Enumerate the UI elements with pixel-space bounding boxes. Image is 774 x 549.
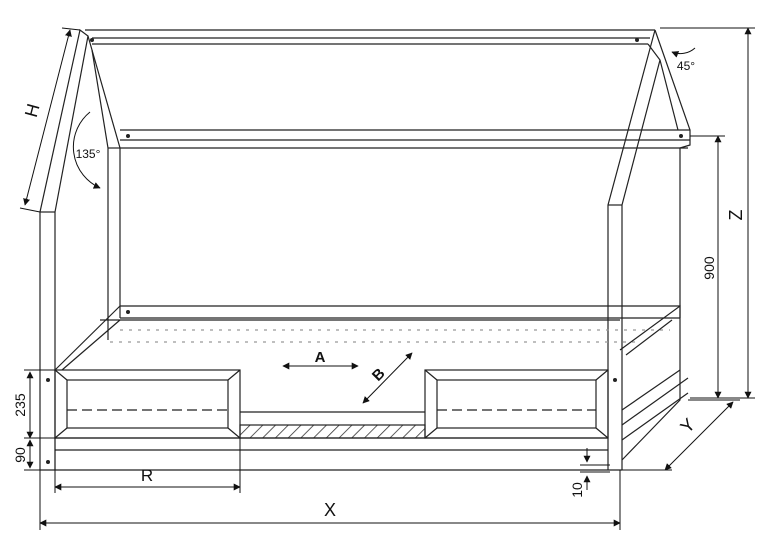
- label-b: B: [369, 365, 389, 385]
- slat-hints: [110, 329, 670, 343]
- right-front-roof: [607, 29, 691, 470]
- label-y: Y: [676, 414, 699, 437]
- label-10: 10: [569, 482, 585, 498]
- dimension-labels: H Z 900 X R 235 90 10 Y A B 135° 45°: [12, 59, 746, 520]
- right-side-rail: [619, 304, 689, 461]
- label-r: R: [141, 466, 153, 485]
- mattress-gap: [239, 411, 426, 439]
- back-beam: [120, 129, 690, 149]
- label-angle-45: 45°: [677, 59, 695, 73]
- bolt-dots: [46, 38, 683, 464]
- front-panel-left: [54, 369, 241, 439]
- label-z: Z: [726, 210, 746, 221]
- label-h: H: [21, 102, 44, 120]
- label-angle-135: 135°: [76, 147, 101, 161]
- label-a: A: [315, 349, 326, 366]
- label-90: 90: [12, 447, 28, 463]
- ridge-beam: [85, 29, 655, 45]
- bottom-rail: [40, 437, 622, 471]
- label-x: X: [324, 500, 336, 520]
- left-back-post: [87, 35, 121, 340]
- label-235: 235: [12, 393, 28, 417]
- back-rail: [100, 305, 680, 321]
- label-900: 900: [701, 256, 717, 280]
- front-panel-right: [424, 369, 609, 439]
- left-front-post: [39, 28, 89, 470]
- left-side-rail: [54, 305, 121, 371]
- dimension-lines: [19, 27, 755, 530]
- bed-frame: [39, 28, 691, 471]
